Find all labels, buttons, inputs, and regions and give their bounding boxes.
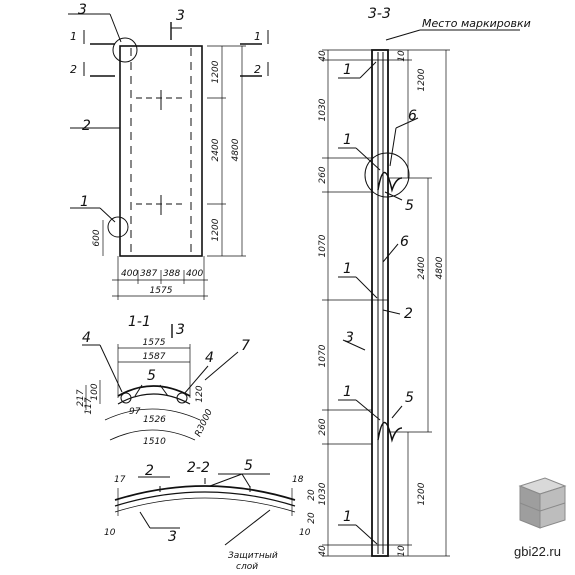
dim-1200-top: 1200 bbox=[211, 60, 221, 83]
watermark-site: gbi22.ru bbox=[514, 544, 561, 559]
dim-1070-bottom: 1070 bbox=[318, 344, 328, 367]
callout-3: 3 bbox=[78, 2, 87, 18]
cut-2-left: 2 bbox=[70, 63, 77, 76]
dim-2400-s3: 2400 bbox=[417, 256, 427, 279]
dim-10-right: 10 bbox=[299, 528, 311, 538]
elev-pos-1: 1 bbox=[80, 194, 89, 210]
marking-place: Место маркировки bbox=[422, 17, 531, 30]
dim-4800-s3: 4800 bbox=[435, 256, 445, 279]
s3-pos-3: 3 bbox=[345, 330, 354, 346]
s1-pos-5: 5 bbox=[147, 368, 156, 384]
cut-1-left: 1 bbox=[70, 30, 77, 43]
cut-1-right: 1 bbox=[254, 30, 261, 43]
section-1-1 bbox=[82, 324, 239, 441]
dim-20-b: 20 bbox=[307, 512, 317, 524]
dim-260-bottom: 260 bbox=[318, 418, 328, 435]
s3-pos-1-b: 1 bbox=[343, 132, 352, 148]
section-3-3 bbox=[322, 29, 520, 557]
dim-1030-top: 1030 bbox=[318, 98, 328, 121]
s3-pos-1-e: 1 bbox=[343, 509, 352, 525]
dim-20-a: 20 bbox=[307, 489, 317, 501]
dim-18: 18 bbox=[292, 475, 304, 485]
dim-217: 217 bbox=[76, 389, 86, 406]
dim-1575-s1: 1575 bbox=[143, 338, 166, 348]
s3-pos-1-c: 1 bbox=[343, 261, 352, 277]
s2-pos-3: 3 bbox=[168, 529, 177, 545]
dim-2400: 2400 bbox=[211, 138, 221, 161]
dim-97: 97 bbox=[129, 407, 141, 417]
cut-3-top: 3 bbox=[176, 8, 185, 24]
dim-120: 120 bbox=[195, 385, 205, 402]
dim-1200-s3-top: 1200 bbox=[417, 68, 427, 91]
dim-260-top: 260 bbox=[318, 166, 328, 183]
s3-pos-6-a: 6 bbox=[408, 108, 417, 124]
elev-pos-2: 2 bbox=[82, 118, 91, 134]
dim-1200-s3-bottom: 1200 bbox=[417, 482, 427, 505]
dim-17: 17 bbox=[114, 475, 126, 485]
s3-pos-6-b: 6 bbox=[400, 234, 409, 250]
s3-pos-1-a: 1 bbox=[343, 62, 352, 78]
s2-pos-2: 2 bbox=[145, 463, 154, 479]
dim-1526: 1526 bbox=[143, 415, 166, 425]
s3-pos-5-b: 5 bbox=[405, 390, 414, 406]
dim-100: 100 bbox=[90, 383, 100, 400]
section-2-2 bbox=[114, 473, 296, 546]
dim-400-right: 400 bbox=[186, 269, 203, 279]
section-2-2-title: 2-2 bbox=[187, 460, 210, 476]
dim-40-top: 40 bbox=[318, 50, 328, 62]
dim-r3000: R3000 bbox=[193, 408, 215, 439]
s3-pos-1-d: 1 bbox=[343, 384, 352, 400]
logo-cube-icon bbox=[518, 477, 567, 529]
dim-1510: 1510 bbox=[143, 437, 166, 447]
elevation-view bbox=[68, 13, 269, 300]
dim-600: 600 bbox=[92, 229, 102, 246]
dim-1587: 1587 bbox=[143, 352, 166, 362]
dim-400-left: 400 bbox=[121, 269, 138, 279]
dim-1030-bottom: 1030 bbox=[318, 482, 328, 505]
dim-1575-elev: 1575 bbox=[150, 286, 173, 296]
dim-388: 388 bbox=[163, 269, 180, 279]
dim-10-left: 10 bbox=[104, 528, 116, 538]
dim-10-top: 10 bbox=[397, 50, 407, 62]
dim-1070-top: 1070 bbox=[318, 234, 328, 257]
section-1-1-title: 1-1 bbox=[128, 314, 151, 330]
cut-3-marker: 3 bbox=[176, 322, 185, 338]
dim-10-bottom: 10 bbox=[397, 545, 407, 557]
section-3-3-title: 3-3 bbox=[368, 6, 391, 22]
dim-40-bottom: 40 bbox=[318, 545, 328, 557]
dim-117: 117 bbox=[84, 397, 94, 414]
s3-pos-5-a: 5 bbox=[405, 198, 414, 214]
s3-pos-2: 2 bbox=[404, 306, 413, 322]
s1-pos-7: 7 bbox=[241, 338, 250, 354]
cut-2-right: 2 bbox=[254, 63, 261, 76]
dim-4800: 4800 bbox=[231, 138, 241, 161]
dim-387: 387 bbox=[140, 269, 157, 279]
dim-1200-bottom: 1200 bbox=[211, 218, 221, 241]
s1-pos-4-right: 4 bbox=[205, 350, 214, 366]
s2-pos-5: 5 bbox=[244, 458, 253, 474]
s1-pos-4-left: 4 bbox=[82, 330, 91, 346]
